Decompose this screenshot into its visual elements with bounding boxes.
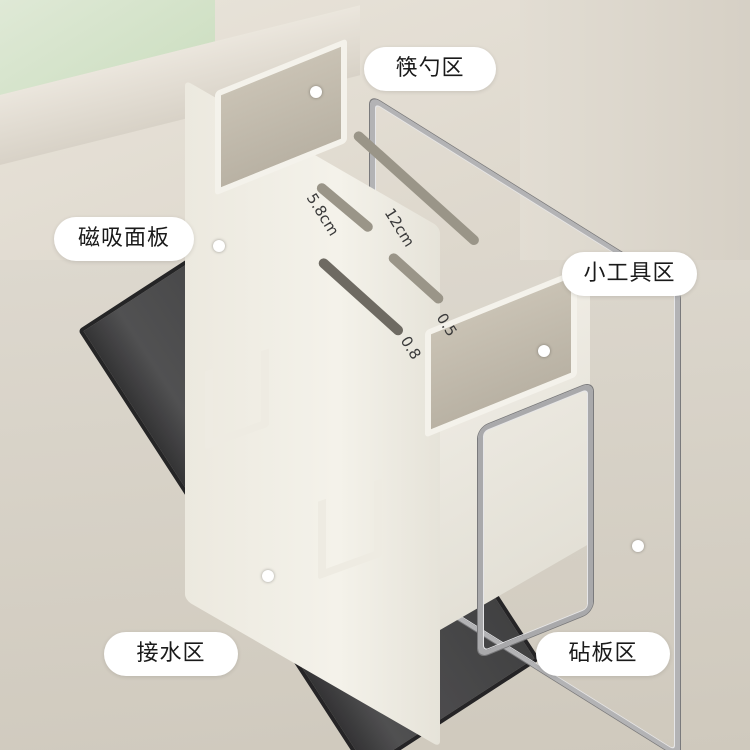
marker-dot [262,570,274,582]
marker-dot [632,540,644,552]
label-utensil-zone: 筷勺区 [364,47,496,91]
marker-dot [213,240,225,252]
label-magnetic-panel: 磁吸面板 [54,217,194,261]
label-drip-tray-zone: 接水区 [104,632,238,676]
marker-dot [310,86,322,98]
label-cutting-board-zone: 砧板区 [536,632,670,676]
cutting-board-rack-front [478,381,593,659]
label-small-tool-zone: 小工具区 [562,252,697,296]
marker-dot [538,345,550,357]
